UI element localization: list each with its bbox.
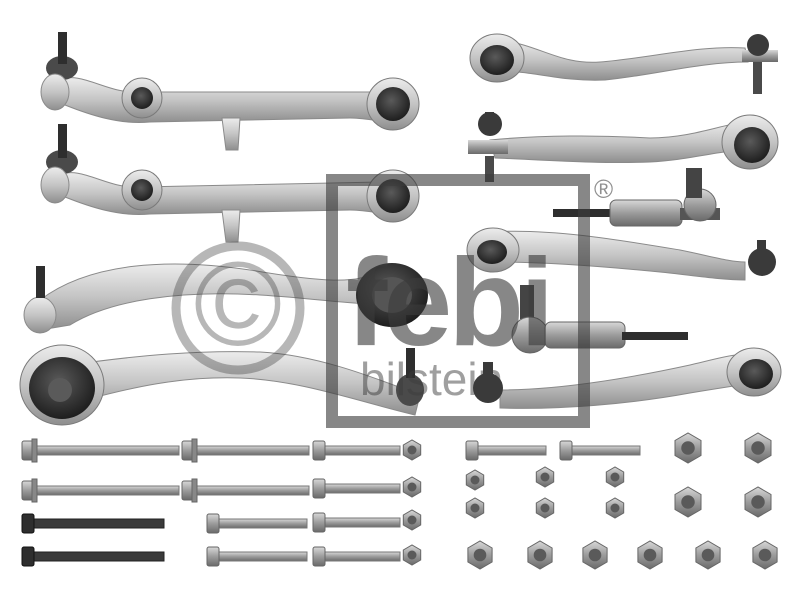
- brand-text: febi: [346, 234, 550, 372]
- brand-box: [326, 174, 590, 428]
- nut: [605, 497, 625, 519]
- bolt: [206, 513, 308, 534]
- bolt: [559, 440, 641, 461]
- nut: [637, 540, 663, 570]
- nut: [402, 439, 422, 461]
- nut: [535, 497, 555, 519]
- nut: [752, 540, 778, 570]
- hardware-set: [21, 432, 778, 570]
- watermark: © febi bilstein ®: [171, 174, 613, 428]
- copyright-symbol: ©: [194, 237, 282, 371]
- bolt: [206, 546, 308, 567]
- bolt: [312, 440, 401, 461]
- nut: [695, 540, 721, 570]
- upper-arm-4: [473, 347, 782, 409]
- bolt: [181, 478, 310, 503]
- nut: [467, 540, 493, 570]
- registered-symbol: ®: [594, 174, 613, 204]
- upper-arm-1: [469, 33, 778, 94]
- bolt: [181, 438, 310, 463]
- nut: [465, 469, 485, 491]
- nut: [674, 486, 702, 518]
- upper-arm-3: [466, 227, 776, 281]
- nut: [744, 486, 772, 518]
- nut: [674, 432, 702, 464]
- nut: [535, 466, 555, 488]
- upper-arm-2: [468, 112, 779, 182]
- nut: [402, 509, 422, 531]
- nut: [527, 540, 553, 570]
- bolt: [312, 546, 401, 567]
- control-arm-curved-1: [23, 263, 428, 334]
- bolt: [21, 478, 180, 503]
- nut: [582, 540, 608, 570]
- bolt: [312, 512, 401, 533]
- bolt: [21, 513, 165, 534]
- nut: [605, 466, 625, 488]
- subbrand-text: bilstein: [360, 353, 503, 405]
- bolt: [21, 546, 165, 567]
- bolt: [21, 438, 180, 463]
- nut: [402, 544, 422, 566]
- bolt: [312, 478, 401, 499]
- nut: [744, 432, 772, 464]
- copyright-circle: [171, 241, 305, 375]
- nut: [402, 476, 422, 498]
- bolt: [465, 440, 547, 461]
- nut: [465, 497, 485, 519]
- control-arm-lower-1: [40, 32, 420, 151]
